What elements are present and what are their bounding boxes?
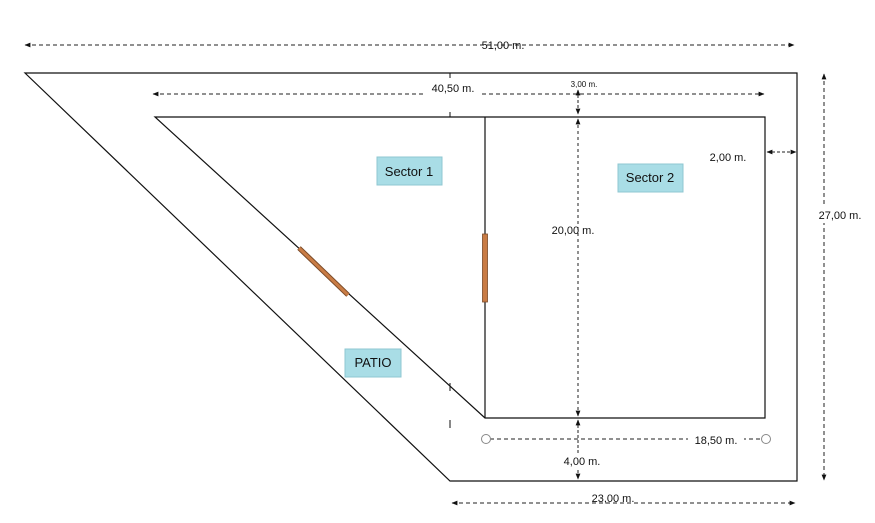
- dim-right-margin: 2,00 m.: [710, 152, 747, 164]
- sector2-label-text: Sector 2: [626, 170, 674, 185]
- inner-building: [153, 116, 766, 419]
- dim-sector2-width: 18,50 m.: [695, 435, 738, 447]
- dim-total-height: 27,00 m.: [819, 210, 862, 222]
- dim-small-gap: 3,00 m.: [571, 80, 598, 89]
- sector1-label-text: Sector 1: [385, 164, 433, 179]
- dim-endpoint: [761, 434, 771, 444]
- outer-boundary: [23, 72, 798, 482]
- dim-inner-width: 40,50 m.: [432, 83, 475, 95]
- dim-endpoint: [481, 434, 491, 444]
- dim-base-width: 23,00 m.: [592, 493, 635, 505]
- dim-bg: [424, 81, 482, 96]
- dim-bg: [558, 453, 604, 468]
- patio-label: PATIO: [344, 348, 402, 378]
- door-diagonal-fill: [297, 246, 350, 297]
- sector1-label: Sector 1: [376, 156, 443, 186]
- patio-label-text: PATIO: [354, 355, 391, 370]
- dim-bottom-gap: 4,00 m.: [564, 456, 601, 468]
- dim-inner-height: 20,00 m.: [552, 225, 595, 237]
- sector2-label: Sector 2: [617, 163, 684, 193]
- dim-overall-width: 51,00 m.: [482, 40, 525, 52]
- door-vertical: [482, 233, 488, 303]
- dim-bg: [812, 207, 866, 223]
- dim-bg: [688, 432, 744, 447]
